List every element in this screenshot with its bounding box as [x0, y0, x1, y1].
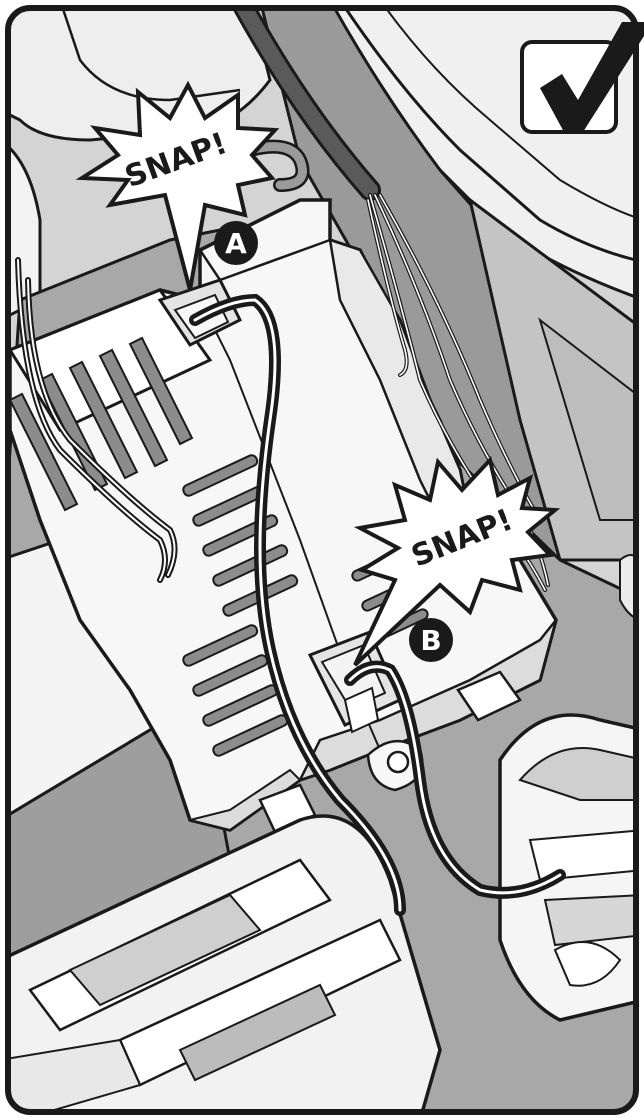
marker-a-label: A	[225, 227, 247, 260]
marker-a: A	[214, 221, 258, 265]
marker-b-label: B	[420, 624, 441, 657]
marker-b: B	[409, 618, 453, 662]
